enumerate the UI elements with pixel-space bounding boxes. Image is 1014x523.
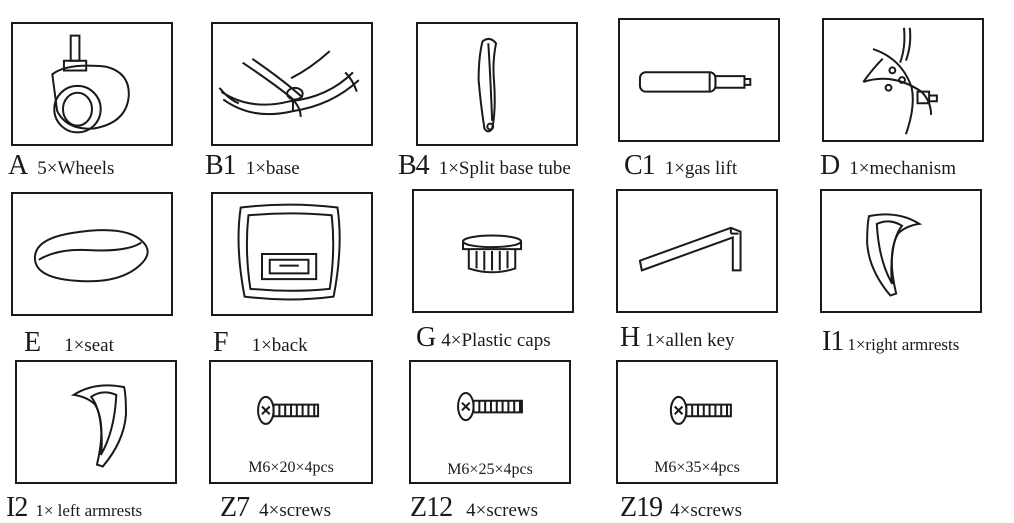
part-code: A xyxy=(8,150,28,181)
armrest-icon xyxy=(822,191,980,311)
base-illustration xyxy=(211,22,373,146)
part-code: E xyxy=(24,327,41,358)
part-code: Z7 xyxy=(220,492,250,523)
mechanism-icon xyxy=(824,20,982,140)
part-description: 5×Wheels xyxy=(37,158,115,179)
screw-spec: M6×25×4pcs xyxy=(447,461,533,478)
right-armrest-illustration xyxy=(820,189,982,313)
screw-spec: M6×20×4pcs xyxy=(248,459,334,476)
part-description: 1×right armrests xyxy=(847,335,960,354)
screw-illustration: M6×35×4pcs xyxy=(616,360,778,484)
mechanism-illustration xyxy=(822,18,984,142)
part-description: 4×Plastic caps xyxy=(441,330,551,351)
part-description: 1×allen key xyxy=(645,330,735,351)
part-description: 4×screws xyxy=(466,500,539,521)
part-description: 4×screws xyxy=(670,500,743,521)
part-code: H xyxy=(620,322,640,353)
part-description: 1×gas lift xyxy=(664,158,738,179)
part-code: G xyxy=(416,322,436,353)
tube-icon xyxy=(418,24,576,144)
screw-icon xyxy=(618,362,776,482)
screw-illustration: M6×20×4pcs xyxy=(209,360,373,484)
part-description: 1×seat xyxy=(64,335,114,356)
part-code: B4 xyxy=(398,150,430,181)
part-code: I1 xyxy=(822,326,844,357)
part-code: F xyxy=(213,327,229,358)
back-illustration xyxy=(211,192,373,316)
screw-icon xyxy=(411,362,569,482)
seat-icon xyxy=(13,194,171,314)
part-code: D xyxy=(820,150,840,181)
wheel-icon xyxy=(13,24,171,144)
screw-illustration: M6×25×4pcs xyxy=(409,360,571,484)
chair-back-icon xyxy=(213,194,371,314)
gas-lift-illustration xyxy=(618,18,780,142)
part-code: B1 xyxy=(205,150,237,181)
left-armrest-illustration xyxy=(15,360,177,484)
part-code: Z12 xyxy=(410,492,453,523)
part-description: 1×Split base tube xyxy=(438,158,571,179)
part-description: 4×screws xyxy=(259,500,332,521)
split-base-tube-illustration xyxy=(416,22,578,146)
part-description: 1×mechanism xyxy=(849,158,956,179)
part-description: 1× left armrests xyxy=(35,501,143,520)
armrest-icon xyxy=(17,362,175,482)
part-description: 1×back xyxy=(251,335,308,356)
wheel-illustration xyxy=(11,22,173,146)
allen-key-icon xyxy=(618,191,776,311)
part-code: I2 xyxy=(6,492,28,523)
screw-icon xyxy=(211,362,371,482)
part-description: 1×base xyxy=(245,158,300,179)
gas-lift-icon xyxy=(620,20,778,140)
part-code: Z19 xyxy=(620,492,663,523)
allen-key-illustration xyxy=(616,189,778,313)
part-code: C1 xyxy=(624,150,656,181)
screw-spec: M6×35×4pcs xyxy=(654,459,740,476)
seat-illustration xyxy=(11,192,173,316)
plastic-caps-illustration xyxy=(412,189,574,313)
plastic-cap-icon xyxy=(414,191,572,311)
chair-base-icon xyxy=(213,24,371,144)
